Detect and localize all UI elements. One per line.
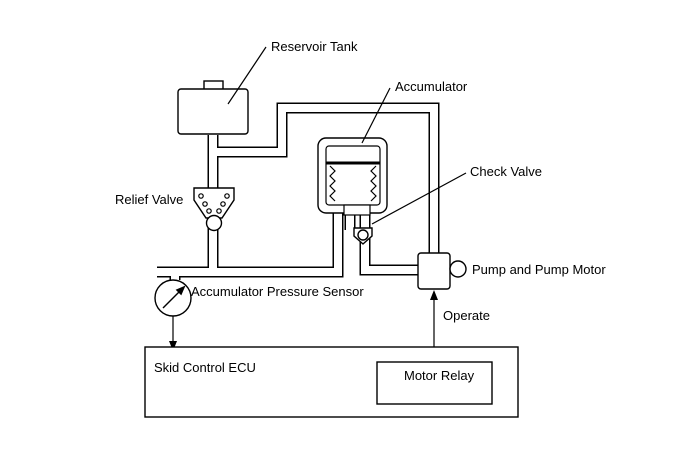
accumulator-pressure-sensor: [154, 279, 192, 317]
pump-and-pump-motor-label: Pump and Pump Motor: [472, 262, 606, 277]
motor-relay-label: Motor Relay: [404, 368, 475, 383]
accumulator-label: Accumulator: [395, 79, 468, 94]
relief-valve: [193, 187, 235, 232]
check-valve: [353, 227, 373, 245]
accumulator-leader: [361, 87, 391, 144]
reservoir-tank-label: Reservoir Tank: [271, 39, 358, 54]
relief-valve-label: Relief Valve: [115, 192, 183, 207]
check-valve-leader: [371, 172, 467, 225]
skid-control-ecu-label: Skid Control ECU: [154, 360, 256, 375]
operate-label: Operate: [443, 308, 490, 323]
accumulator: [317, 137, 388, 216]
motor-relay-box: [376, 361, 493, 405]
accumulator-pressure-sensor-label: Accumulator Pressure Sensor: [191, 284, 364, 299]
pump-and-pump-motor: [417, 252, 467, 290]
reservoir-tank-leader: [227, 46, 267, 105]
check-valve-label: Check Valve: [470, 164, 542, 179]
